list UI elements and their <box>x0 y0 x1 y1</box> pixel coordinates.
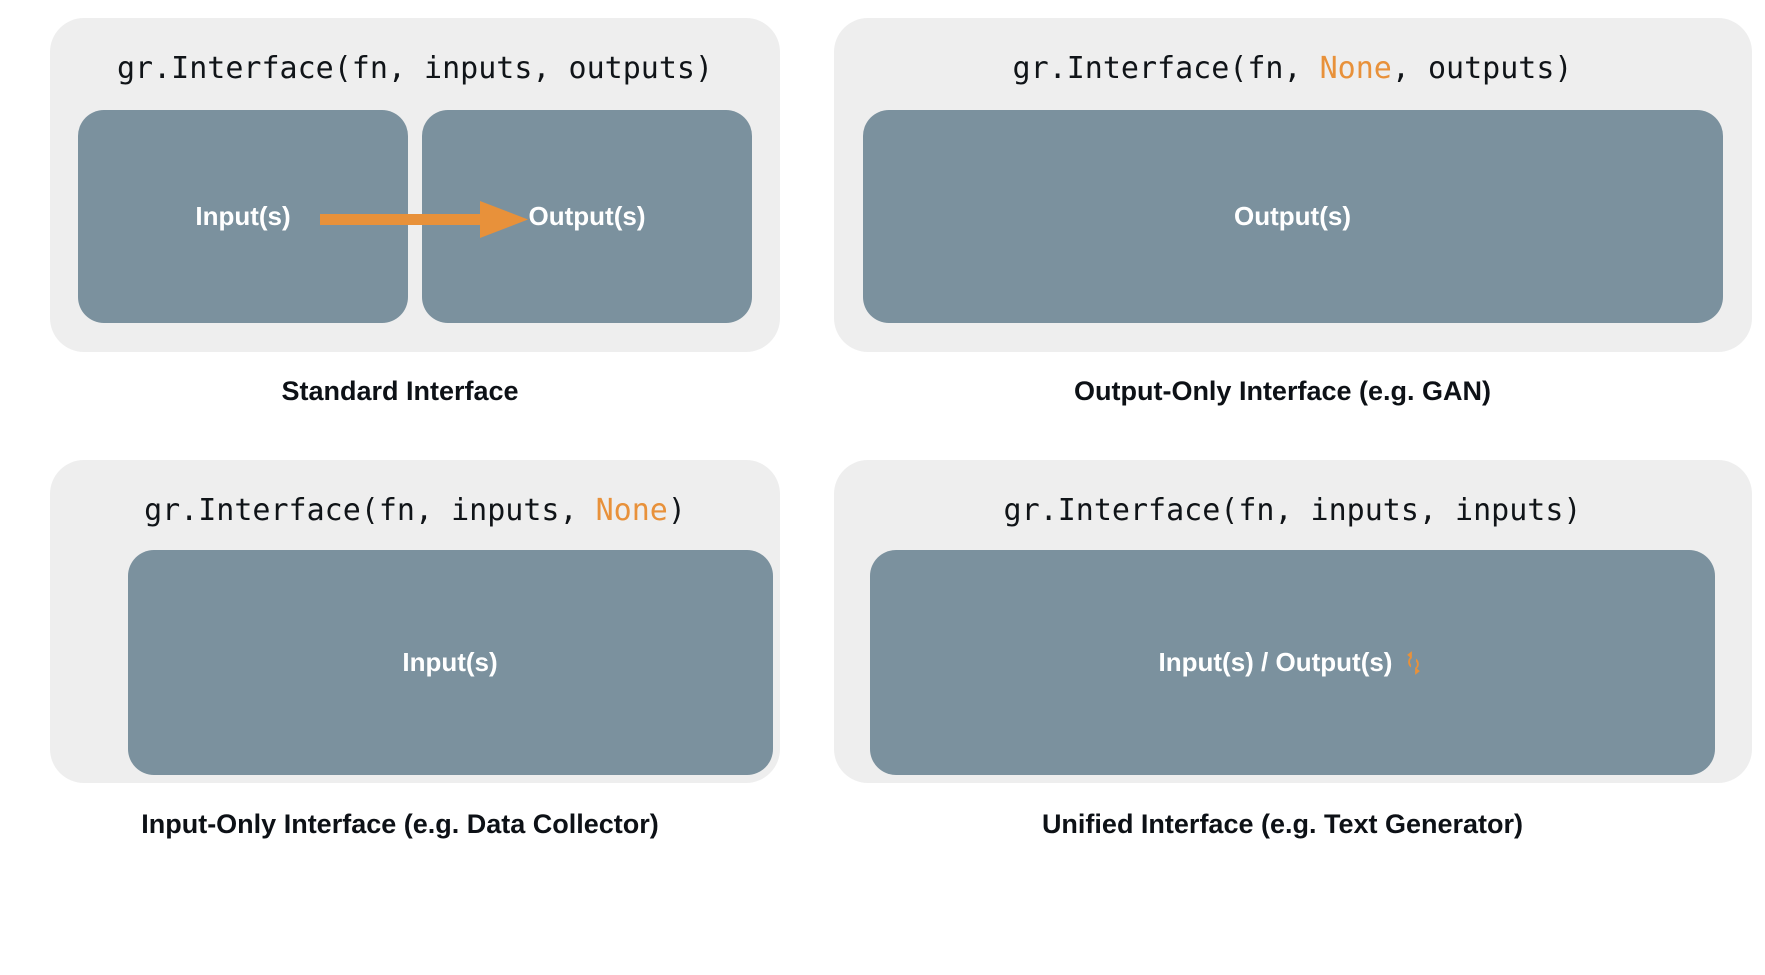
output-box[interactable]: Output(s) <box>862 110 1723 323</box>
code-text-part1: gr.Interface(fn, inputs, outputs) <box>116 51 714 86</box>
input-box[interactable]: Input(s) <box>78 110 408 323</box>
code-label-input-only-interface: gr.Interface(fn, inputs, None) <box>144 496 686 526</box>
code-label-standard-interface: gr.Interface(fn, inputs, outputs) <box>117 54 713 84</box>
input-output-box-label-wrap: Input(s) / Output(s) <box>1159 647 1427 678</box>
caption-output-only-interface: Output-Only Interface (e.g. GAN) <box>1073 376 1491 406</box>
caption-standard-interface: Standard Interface <box>281 376 519 406</box>
code-text-part1: gr.Interface(fn, inputs, <box>144 493 596 528</box>
panel-group-output-only-interface: gr.Interface(fn, None, outputs) Output(s… <box>800 0 1765 407</box>
code-label-unified-interface: gr.Interface(fn, inputs, inputs) <box>1004 496 1582 526</box>
output-box[interactable]: Output(s) <box>422 110 752 323</box>
output-box-label: Output(s) <box>528 201 646 231</box>
input-output-box[interactable]: Input(s) / Output(s) <box>870 550 1715 775</box>
input-box[interactable]: Input(s) <box>127 550 773 775</box>
input-box-label: Input(s) <box>402 647 498 677</box>
panel-output-only-interface: gr.Interface(fn, None, outputs) Output(s… <box>833 18 1752 352</box>
code-label-output-only-interface: gr.Interface(fn, None, outputs) <box>1013 54 1573 84</box>
panel-standard-interface: gr.Interface(fn, inputs, outputs) Input(… <box>50 18 780 352</box>
panel-unified-interface: gr.Interface(fn, inputs, inputs) Input(s… <box>833 460 1752 783</box>
box-row-standard-interface: Input(s) Output(s) <box>78 110 752 323</box>
output-box-label: Output(s) <box>1234 201 1351 231</box>
code-text-part2: , outputs) <box>1391 51 1573 86</box>
code-text-highlight: None <box>1319 51 1392 86</box>
sync-arrows-icon <box>1401 650 1426 676</box>
code-text-highlight: None <box>595 493 668 528</box>
input-output-box-label: Input(s) / Output(s) <box>1158 647 1393 677</box>
caption-unified-interface: Unified Interface (e.g. Text Generator) <box>1041 809 1524 839</box>
input-box-label: Input(s) <box>195 201 291 231</box>
caption-input-only-interface: Input-Only Interface (e.g. Data Collecto… <box>141 809 659 839</box>
panel-group-standard-interface: gr.Interface(fn, inputs, outputs) Input(… <box>0 0 800 407</box>
panel-group-input-only-interface: gr.Interface(fn, inputs, None) Input(s) … <box>0 448 800 840</box>
code-text-part2: ) <box>667 493 686 528</box>
code-text-part1: gr.Interface(fn, <box>1012 51 1320 86</box>
panel-group-unified-interface: gr.Interface(fn, inputs, inputs) Input(s… <box>800 448 1765 840</box>
code-text-part1: gr.Interface(fn, inputs, inputs) <box>1003 493 1582 528</box>
panel-input-only-interface: gr.Interface(fn, inputs, None) Input(s) <box>50 460 780 783</box>
